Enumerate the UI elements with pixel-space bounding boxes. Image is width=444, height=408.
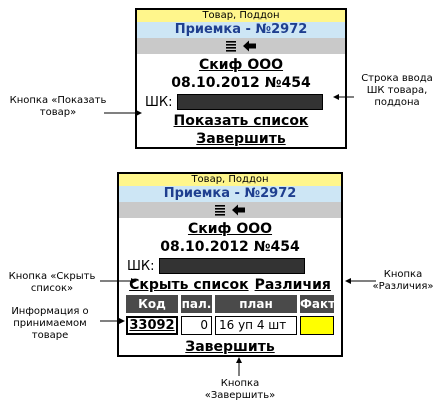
back-arrow-icon[interactable] <box>243 40 257 52</box>
barcode-input[interactable] <box>158 258 305 274</box>
cell-pallets: 0 <box>181 316 212 335</box>
differences-button[interactable]: Различия <box>254 277 331 293</box>
list-actions: Скрыть список Различия <box>119 276 341 294</box>
company-name: Скиф ООО <box>198 57 284 73</box>
finish-button[interactable]: Завершить <box>196 131 286 147</box>
show-list-button[interactable]: Показать список <box>173 113 309 129</box>
annotation-input-line: Строка ввода ШК товара, поддона <box>361 73 433 108</box>
header-subtitle: Товар, Поддон <box>137 10 345 22</box>
hide-list-button[interactable]: Скрыть список <box>129 277 249 293</box>
back-arrow-icon[interactable] <box>232 204 246 216</box>
annotation-item-info: Информация о принимаемом товаре <box>11 306 89 341</box>
finish-button[interactable]: Завершить <box>185 339 275 355</box>
company-name: Скиф ООО <box>187 221 273 237</box>
annotation-differences-button: Кнопка «Различия» <box>372 269 434 292</box>
device-screen-list-hidden: Товар, Поддон Приемка - №2972 Скиф ООО 0… <box>135 8 347 149</box>
barcode-row: ШК: <box>137 92 345 112</box>
column-header-code: Код <box>126 295 178 313</box>
device-screen-list-shown: Товар, Поддон Приемка - №2972 Скиф ООО 0… <box>117 172 343 357</box>
barcode-label: ШК: <box>145 94 173 110</box>
toolbar <box>119 202 341 218</box>
annotation-finish-button: Кнопка «Завершить» <box>204 378 276 401</box>
annotation-show-button: Кнопка «Показать товар» <box>9 95 107 118</box>
toolbar <box>137 38 345 54</box>
cell-plan: 16 уп 4 шт <box>215 316 297 335</box>
header-subtitle: Товар, Поддон <box>119 174 341 186</box>
column-header-fact: Факт <box>300 295 336 313</box>
page-title: Приемка - №2972 <box>119 186 341 202</box>
document-date-number: 08.10.2012 №454 <box>160 239 300 255</box>
barcode-label: ШК: <box>127 258 155 274</box>
document-date-number: 08.10.2012 №454 <box>171 75 311 91</box>
barcode-row: ШК: <box>119 256 341 276</box>
item-table: Код 33092 пал. 0 план 16 уп 4 шт Факт <box>119 295 341 335</box>
cell-code[interactable]: 33092 <box>126 316 178 335</box>
page-title: Приемка - №2972 <box>137 22 345 38</box>
column-header-pallets: пал. <box>181 295 212 313</box>
menu-lines-icon[interactable] <box>225 40 237 52</box>
column-header-plan: план <box>215 295 297 313</box>
cell-fact[interactable] <box>300 316 334 335</box>
barcode-input[interactable] <box>176 94 323 110</box>
menu-lines-icon[interactable] <box>214 204 226 216</box>
annotation-hide-button: Кнопка «Скрыть список» <box>8 271 96 294</box>
